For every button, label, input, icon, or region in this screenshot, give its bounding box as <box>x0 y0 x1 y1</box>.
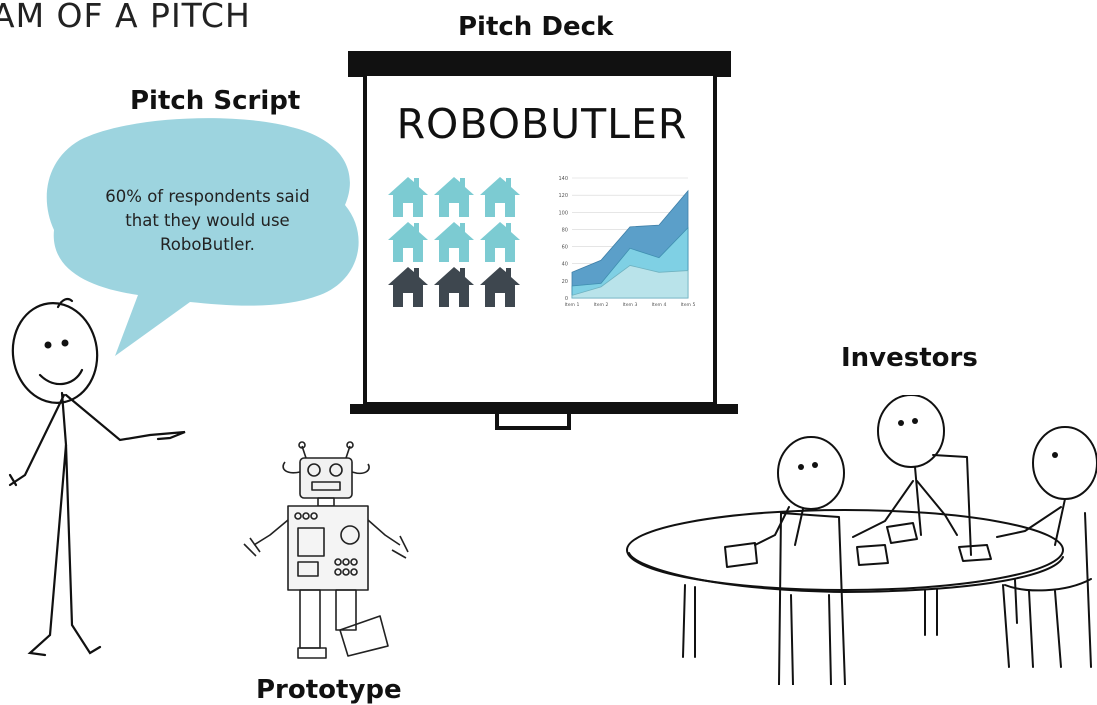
house-icon <box>388 222 428 262</box>
house-icon <box>434 177 474 217</box>
x-tick-label: Item 4 <box>652 302 667 308</box>
y-tick-label: 0 <box>565 296 568 302</box>
x-tick-label: Item 5 <box>681 302 696 308</box>
diagram-title: AM OF A PITCH <box>0 0 251 35</box>
label-pitch-script: Pitch Script <box>130 86 301 116</box>
slide-title: ROBOBUTLER <box>396 100 688 148</box>
x-tick-label: Item 1 <box>565 302 580 308</box>
house-icon <box>434 267 474 307</box>
house-icon <box>480 222 520 262</box>
house-icon <box>434 222 474 262</box>
house-icon <box>480 177 520 217</box>
label-investors: Investors <box>841 343 978 373</box>
speech-bubble-text: 60% of respondents said that they would … <box>105 187 310 254</box>
label-prototype: Prototype <box>256 675 402 705</box>
y-tick-label: 60 <box>562 245 568 251</box>
house-icon <box>388 177 428 217</box>
y-tick-label: 20 <box>562 279 568 285</box>
area-series-3 <box>571 264 689 299</box>
y-tick-label: 40 <box>562 262 568 268</box>
house-icon <box>480 267 520 307</box>
y-tick-label: 80 <box>562 227 568 233</box>
robot-prototype <box>243 441 409 659</box>
label-pitch-deck: Pitch Deck <box>458 12 614 42</box>
presenter-figure <box>8 297 186 657</box>
y-tick-label: 100 <box>558 210 568 216</box>
x-tick-label: Item 3 <box>623 302 638 308</box>
house-icon-grid <box>388 177 520 307</box>
house-icon <box>388 267 428 307</box>
y-tick-label: 120 <box>558 193 568 199</box>
investors-table <box>626 395 1097 685</box>
speech-bubble <box>46 118 359 356</box>
x-tick-label: Item 2 <box>594 302 609 308</box>
y-tick-label: 140 <box>558 176 568 182</box>
